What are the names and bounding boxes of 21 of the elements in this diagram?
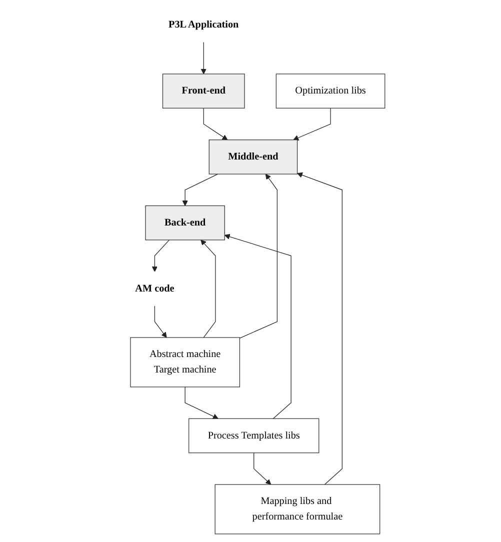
node-text: AM code — [135, 283, 174, 294]
node-box: Middle-end — [208, 140, 298, 174]
node-box: Front-end — [162, 74, 245, 108]
arrow — [239, 174, 278, 339]
arrow — [224, 234, 292, 419]
arrow — [203, 108, 228, 140]
node-box: Process Templates libs — [188, 418, 320, 454]
arrow — [297, 172, 342, 485]
arrow — [154, 306, 167, 338]
arrow — [182, 174, 218, 206]
arrow — [254, 452, 272, 485]
node-text: P3L Application — [168, 19, 239, 30]
arrow — [200, 240, 216, 338]
arrow — [152, 240, 170, 272]
arrow — [200, 42, 206, 74]
node-box: Optimization libs — [276, 74, 386, 108]
arrow — [293, 108, 331, 140]
node-box: Abstract machine Target machine — [130, 337, 240, 388]
node-box: Back-end — [145, 205, 225, 240]
node-box: Mapping libs and performance formulae — [214, 484, 380, 534]
arrow — [184, 386, 218, 419]
